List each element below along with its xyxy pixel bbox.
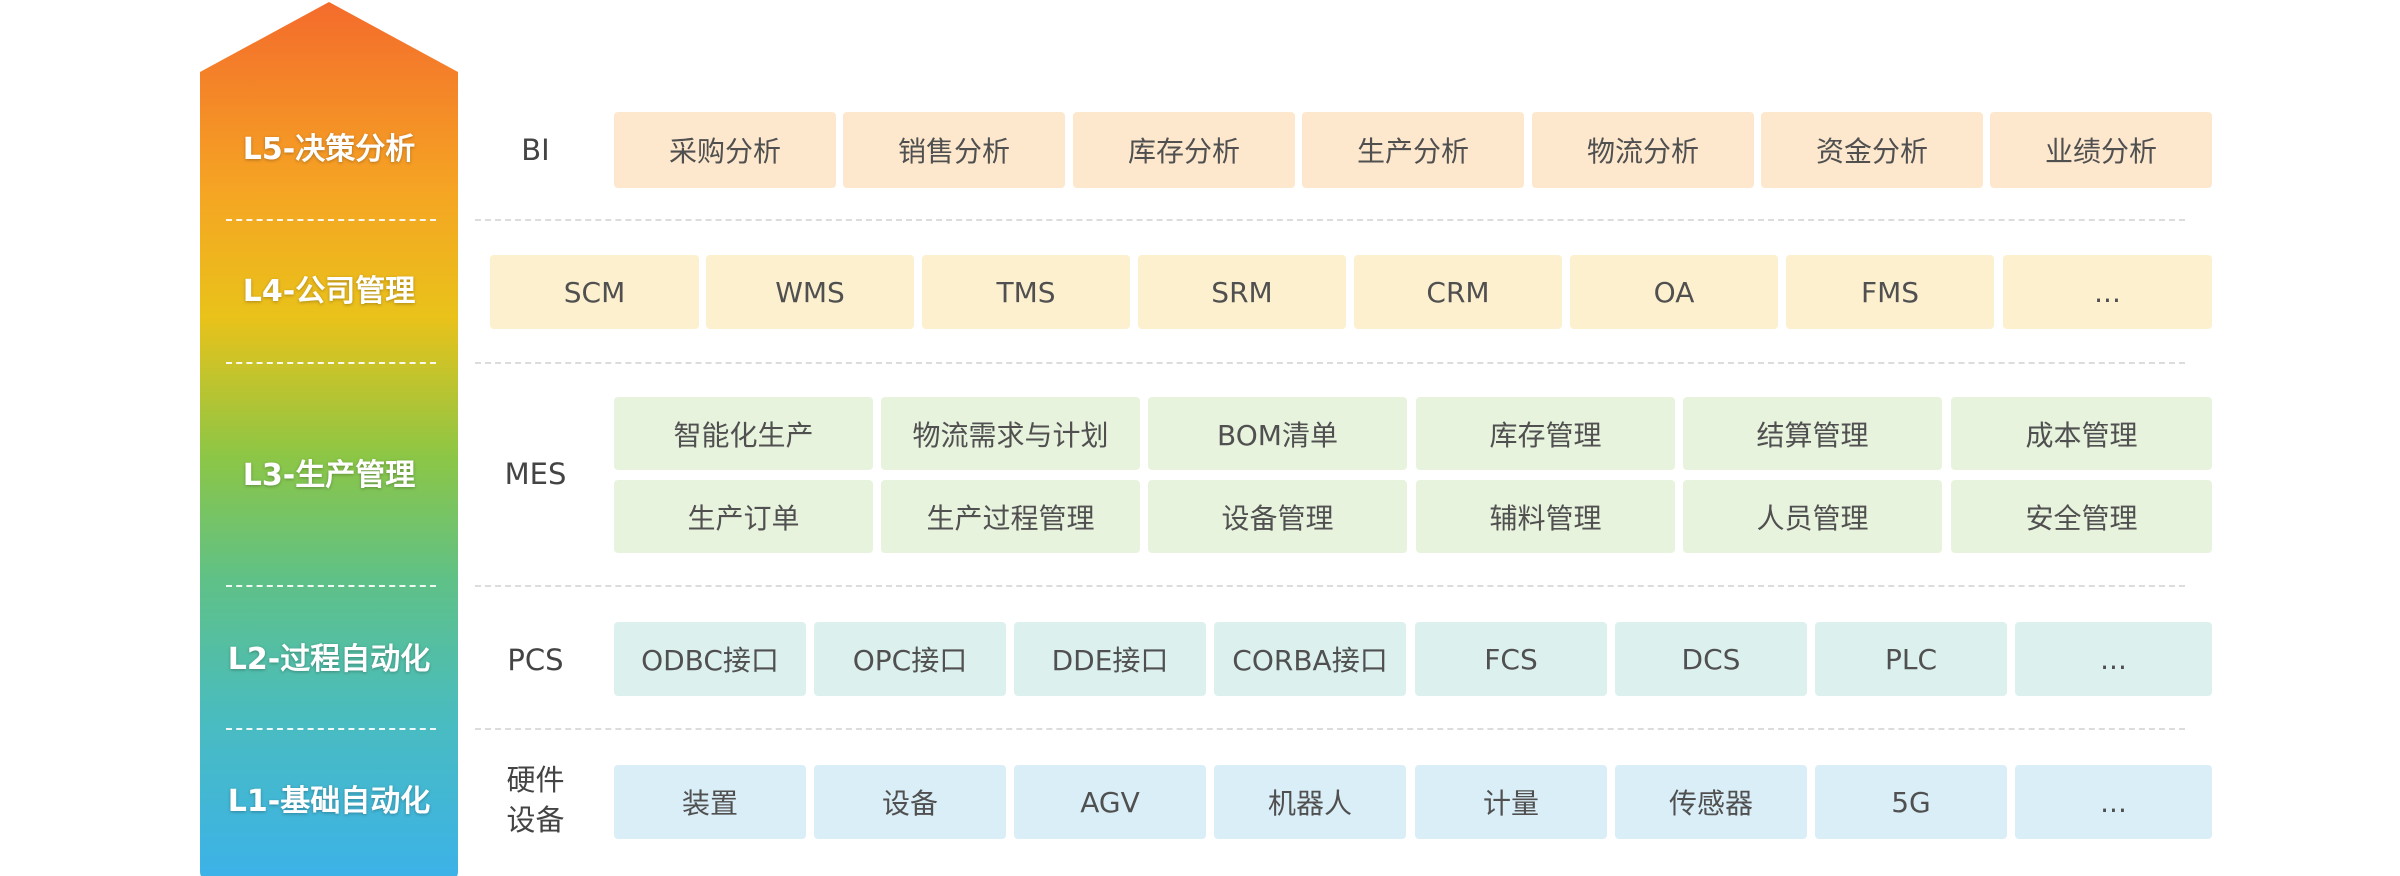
- l1-item: 计量: [1415, 765, 1607, 839]
- l2-item: PLC: [1815, 622, 2007, 696]
- category-label-l2: PCS: [507, 643, 564, 677]
- level-label-l4: L4-公司管理: [242, 274, 416, 309]
- l4-item: WMS: [706, 255, 914, 329]
- l1-item: AGV: [1014, 765, 1206, 839]
- l3-item: 人员管理: [1683, 480, 1942, 553]
- l2-item: DDE接口: [1014, 622, 1206, 696]
- l2-item: CORBA接口: [1214, 622, 1406, 696]
- l3-item: 成本管理: [1951, 397, 2212, 470]
- arrow-divider: [226, 585, 436, 587]
- l5-item: 生产分析: [1302, 112, 1524, 188]
- l1-item: 5G: [1815, 765, 2007, 839]
- l4-item: OA: [1570, 255, 1778, 329]
- arrow-divider: [226, 219, 436, 221]
- l4-item: FMS: [1786, 255, 1994, 329]
- l5-item: 销售分析: [843, 112, 1065, 188]
- l4-item: SCM: [490, 255, 699, 329]
- l4-item: SRM: [1138, 255, 1346, 329]
- level-label-l3: L3-生产管理: [242, 458, 416, 493]
- l3-item: 智能化生产: [614, 397, 873, 470]
- l2-item: FCS: [1415, 622, 1607, 696]
- l1-item: 设备: [814, 765, 1006, 839]
- l4-item: CRM: [1354, 255, 1562, 329]
- l1-item: 传感器: [1615, 765, 1807, 839]
- level-label-l2: L2-过程自动化: [227, 642, 431, 677]
- l4-item: TMS: [922, 255, 1130, 329]
- l5-item: 业绩分析: [1990, 112, 2212, 188]
- arrow-divider: [226, 728, 436, 730]
- l3-item: 结算管理: [1683, 397, 1942, 470]
- l5-item: 物流分析: [1532, 112, 1754, 188]
- row-divider: [475, 585, 2185, 587]
- l3-item: 物流需求与计划: [881, 397, 1140, 470]
- l3-item: BOM清单: [1148, 397, 1407, 470]
- l3-item: 生产订单: [614, 480, 873, 553]
- l2-item: ...: [2015, 622, 2212, 696]
- l1-item: 机器人: [1214, 765, 1406, 839]
- l3-item: 生产过程管理: [881, 480, 1140, 553]
- row-divider: [475, 219, 2185, 221]
- l5-item: 资金分析: [1761, 112, 1983, 188]
- l1-item: ...: [2015, 765, 2212, 839]
- l5-item: 采购分析: [614, 112, 836, 188]
- l3-item: 辅料管理: [1416, 480, 1675, 553]
- l2-item: DCS: [1615, 622, 1807, 696]
- l3-item: 安全管理: [1951, 480, 2212, 553]
- row-divider: [475, 362, 2185, 364]
- row-divider: [475, 728, 2185, 730]
- arrow-divider: [226, 362, 436, 364]
- l2-item: ODBC接口: [614, 622, 806, 696]
- l2-item: OPC接口: [814, 622, 1006, 696]
- level-label-l1: L1-基础自动化: [227, 784, 431, 819]
- l1-item: 装置: [614, 765, 806, 839]
- category-label-l1: 硬件 设备: [506, 763, 565, 837]
- l3-item: 库存管理: [1416, 397, 1675, 470]
- l3-item: 设备管理: [1148, 480, 1407, 553]
- level-label-l5: L5-决策分析: [242, 132, 416, 167]
- category-label-l3: MES: [504, 457, 567, 491]
- category-label-l5: BI: [521, 133, 550, 167]
- l5-item: 库存分析: [1073, 112, 1295, 188]
- l4-item: ...: [2003, 255, 2212, 329]
